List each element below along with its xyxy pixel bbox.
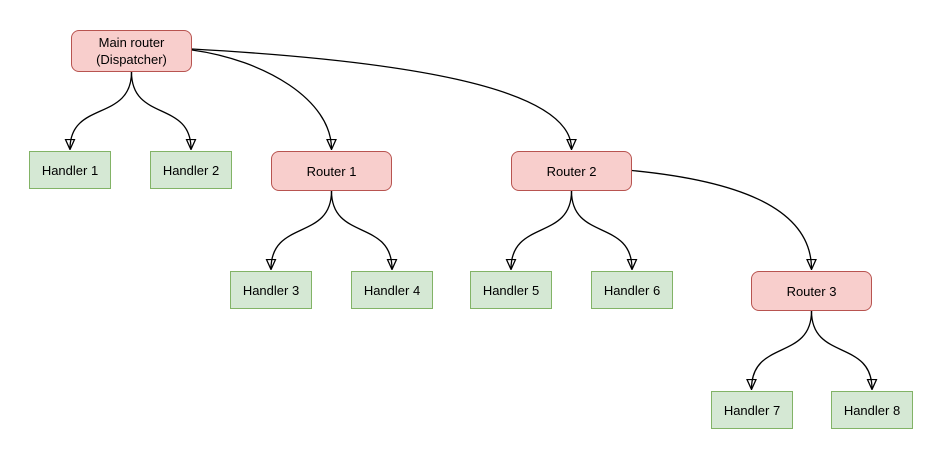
handler-5-label: Handler 5: [482, 282, 540, 298]
handler-4-label: Handler 4: [363, 282, 421, 298]
node-router-1: Router 1: [271, 151, 392, 191]
edge-router2-to-router3: [631, 169, 812, 270]
edge-router1-to-handler3: [271, 190, 333, 269]
handler-6-label: Handler 6: [603, 282, 661, 298]
node-router-3: Router 3: [751, 271, 872, 311]
node-main-router: Main router (Dispatcher): [71, 30, 192, 72]
main-router-label-line2: (Dispatcher): [96, 52, 167, 67]
edge-main-to-handler2: [130, 71, 192, 149]
handler-1-label: Handler 1: [41, 162, 99, 178]
handler-7-label: Handler 7: [723, 402, 781, 418]
edge-router3-to-handler7: [752, 310, 813, 389]
edge-main-to-handler1: [70, 71, 133, 149]
node-handler-4: Handler 4: [351, 271, 433, 309]
main-router-label-line1: Main router: [98, 35, 165, 50]
edge-router1-to-handler4: [330, 190, 393, 269]
edge-main-to-router2: [191, 48, 572, 149]
node-handler-3: Handler 3: [230, 271, 312, 309]
edge-router3-to-handler8: [810, 310, 873, 389]
node-handler-7: Handler 7: [711, 391, 793, 429]
node-handler-2: Handler 2: [150, 151, 232, 189]
router-3-label: Router 3: [786, 283, 837, 299]
node-router-2: Router 2: [511, 151, 632, 191]
node-handler-6: Handler 6: [591, 271, 673, 309]
handler-3-label: Handler 3: [242, 282, 300, 298]
edge-main-to-router1: [191, 49, 332, 149]
node-handler-1: Handler 1: [29, 151, 111, 189]
router-1-label: Router 1: [306, 163, 357, 179]
handler-8-label: Handler 8: [843, 402, 901, 418]
router-2-label: Router 2: [546, 163, 597, 179]
edge-router2-to-handler5: [511, 190, 573, 269]
handler-2-label: Handler 2: [162, 162, 220, 178]
node-handler-5: Handler 5: [470, 271, 552, 309]
edge-router2-to-handler6: [570, 190, 633, 269]
node-handler-8: Handler 8: [831, 391, 913, 429]
